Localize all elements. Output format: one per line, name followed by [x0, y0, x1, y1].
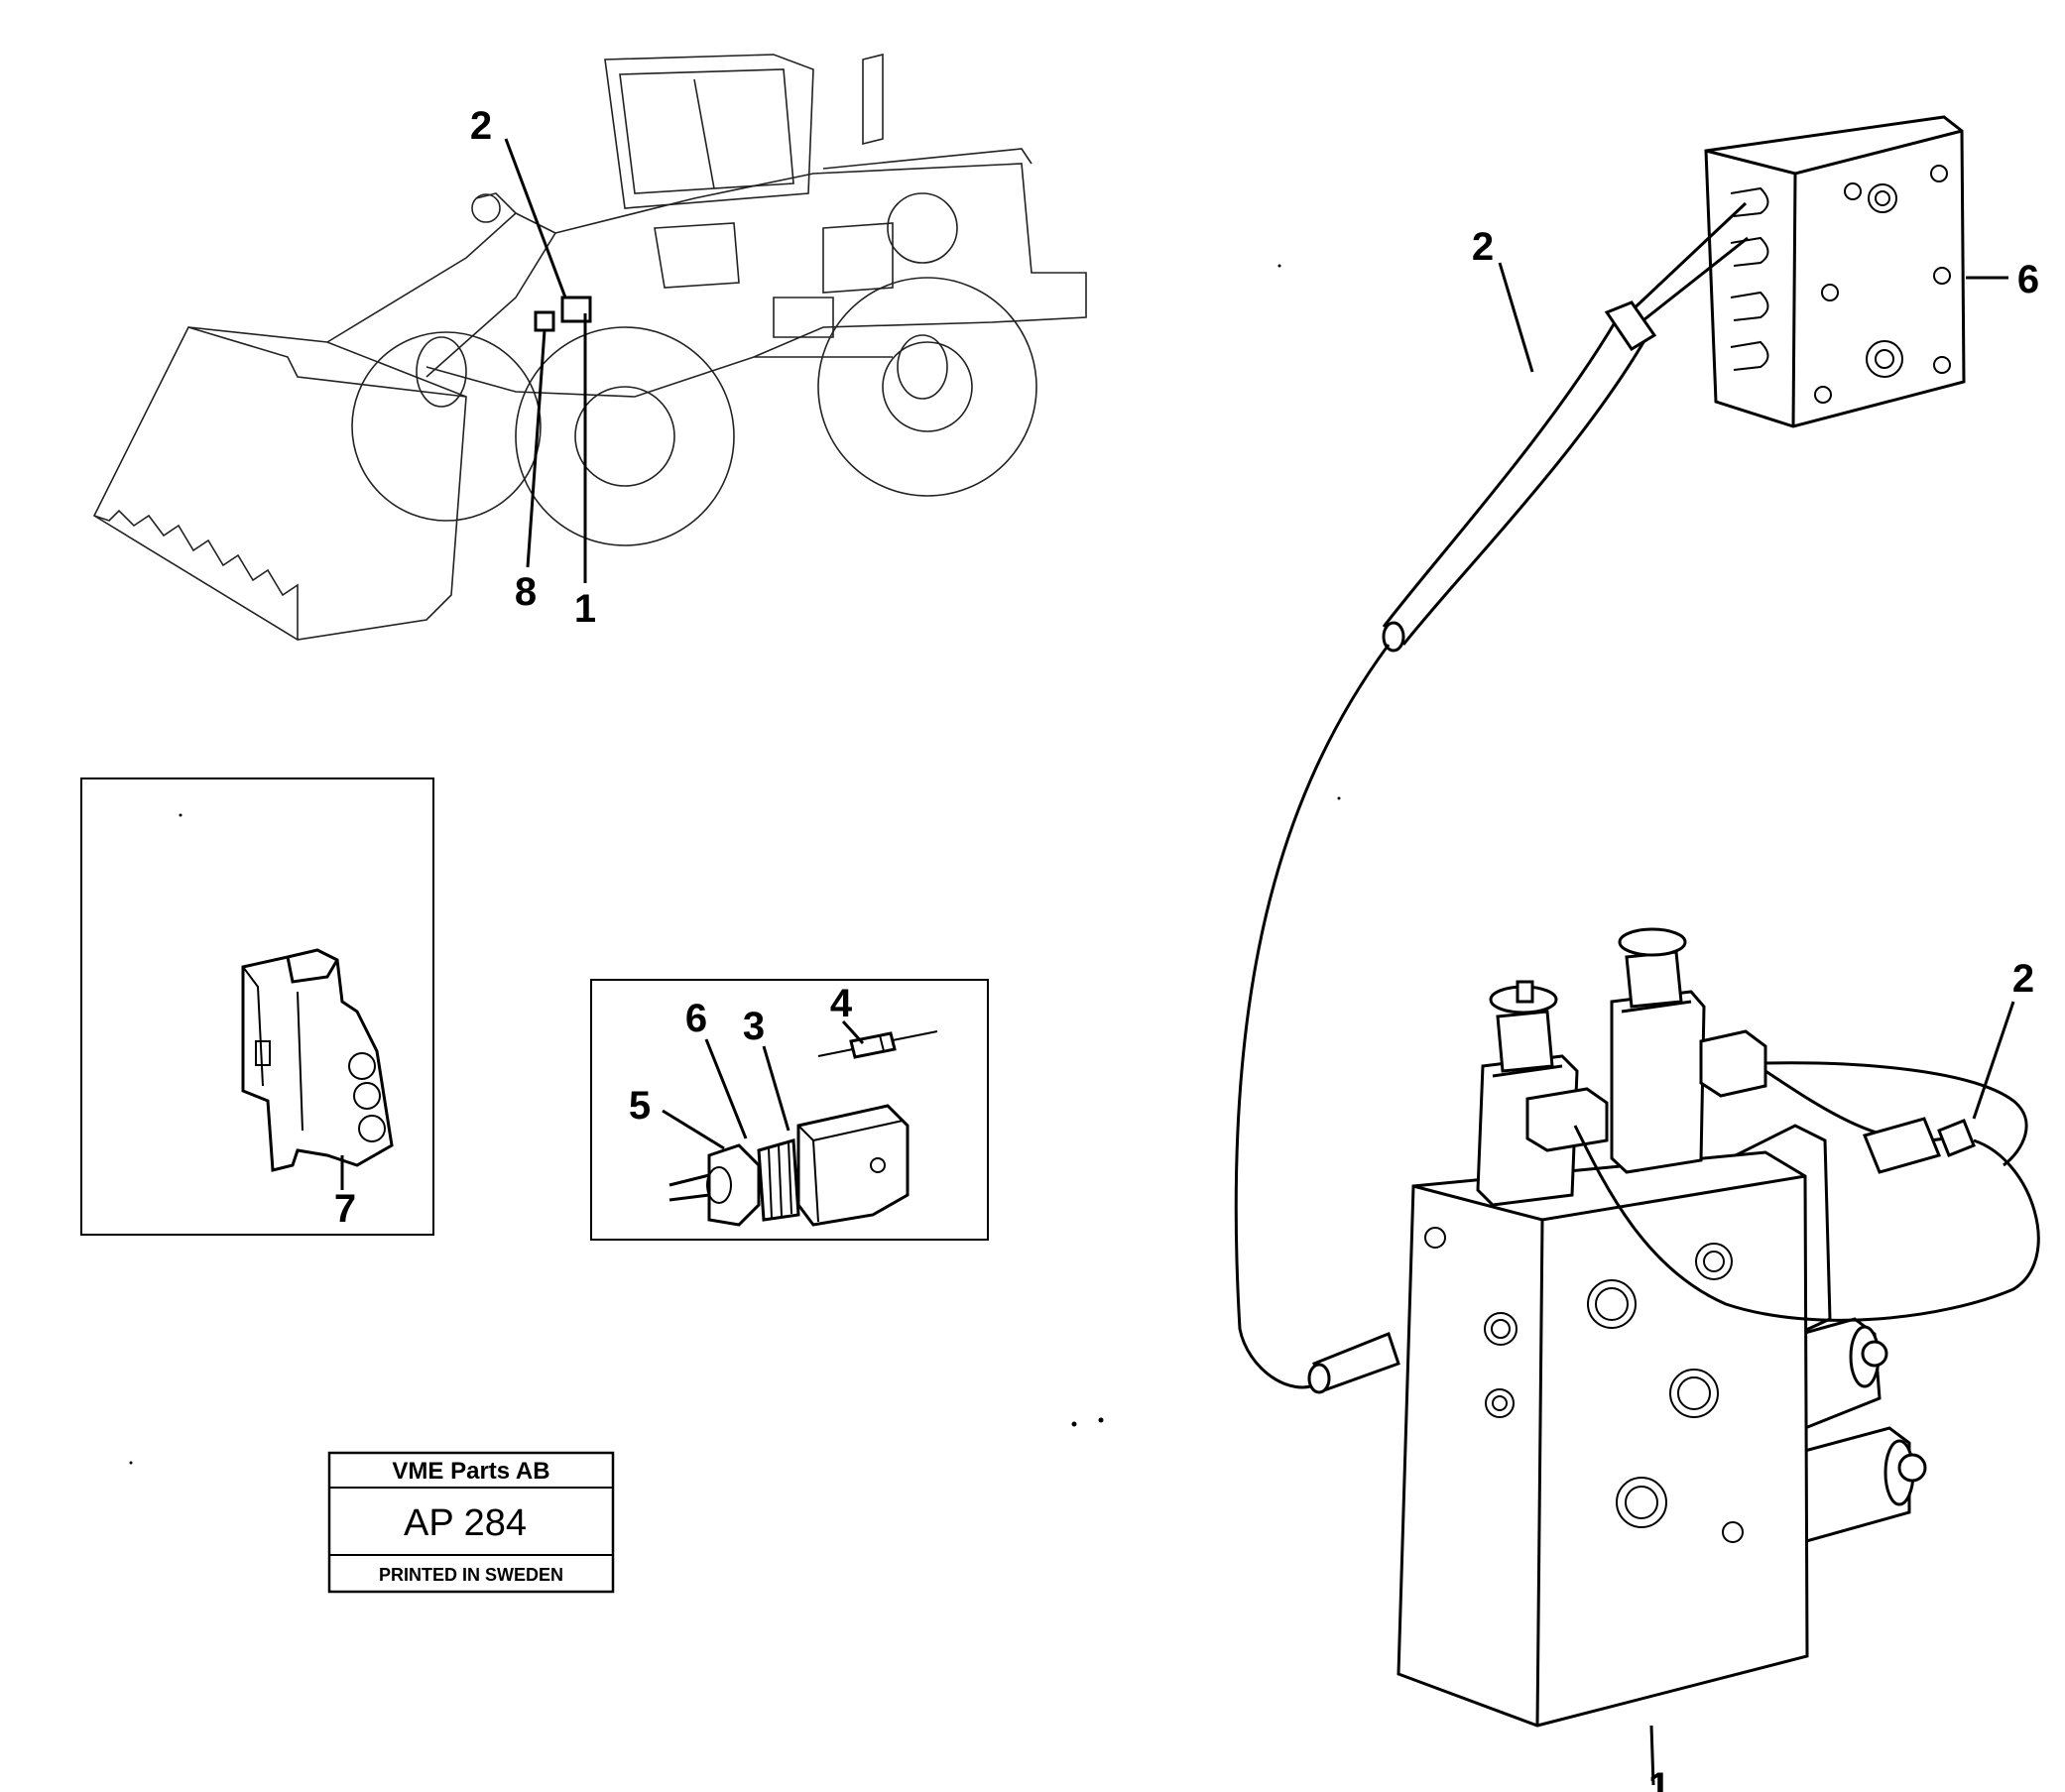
sensor-body: [668, 1104, 910, 1227]
loader-callout-1: 1: [574, 587, 596, 631]
control-box: [1704, 115, 1966, 428]
sensor-callout-6: 6: [685, 997, 707, 1040]
loader-callouts: 2 8 1: [470, 104, 596, 631]
main-callout-2-top: 2: [1472, 225, 1494, 269]
plug-connector: [241, 948, 394, 1172]
loader-callout-2: 2: [470, 104, 492, 148]
diode: [817, 1030, 938, 1059]
stamp-printed: PRINTED IN SWEDEN: [379, 1565, 563, 1585]
valve-block: [1397, 927, 2040, 1728]
main-callout-1: 1: [1648, 1765, 1670, 1792]
sensor-location-marker: [534, 310, 555, 332]
valve-location-marker: [560, 296, 592, 323]
stamp-code: AP 284: [404, 1502, 527, 1544]
connector-inset: 7: [80, 777, 434, 1236]
main-callout-2-right: 2: [2012, 957, 2034, 1001]
stamp-box: VME Parts AB AP 284 PRINTED IN SWEDEN: [327, 1451, 615, 1594]
stamp-company: VME Parts AB: [392, 1458, 549, 1485]
sensor-callout-5: 5: [629, 1084, 651, 1128]
sensor-callout-4: 4: [830, 982, 853, 1025]
main-callout-6: 6: [2017, 258, 2039, 301]
wheel-loader-illustration: [92, 53, 1087, 641]
sensor-inset: 6 3 4 5: [590, 979, 989, 1241]
loader-callout-8: 8: [515, 570, 537, 614]
connector-callout-7: 7: [334, 1187, 356, 1231]
sensor-callout-3: 3: [743, 1005, 765, 1048]
cable-harness: [1234, 201, 1749, 1394]
